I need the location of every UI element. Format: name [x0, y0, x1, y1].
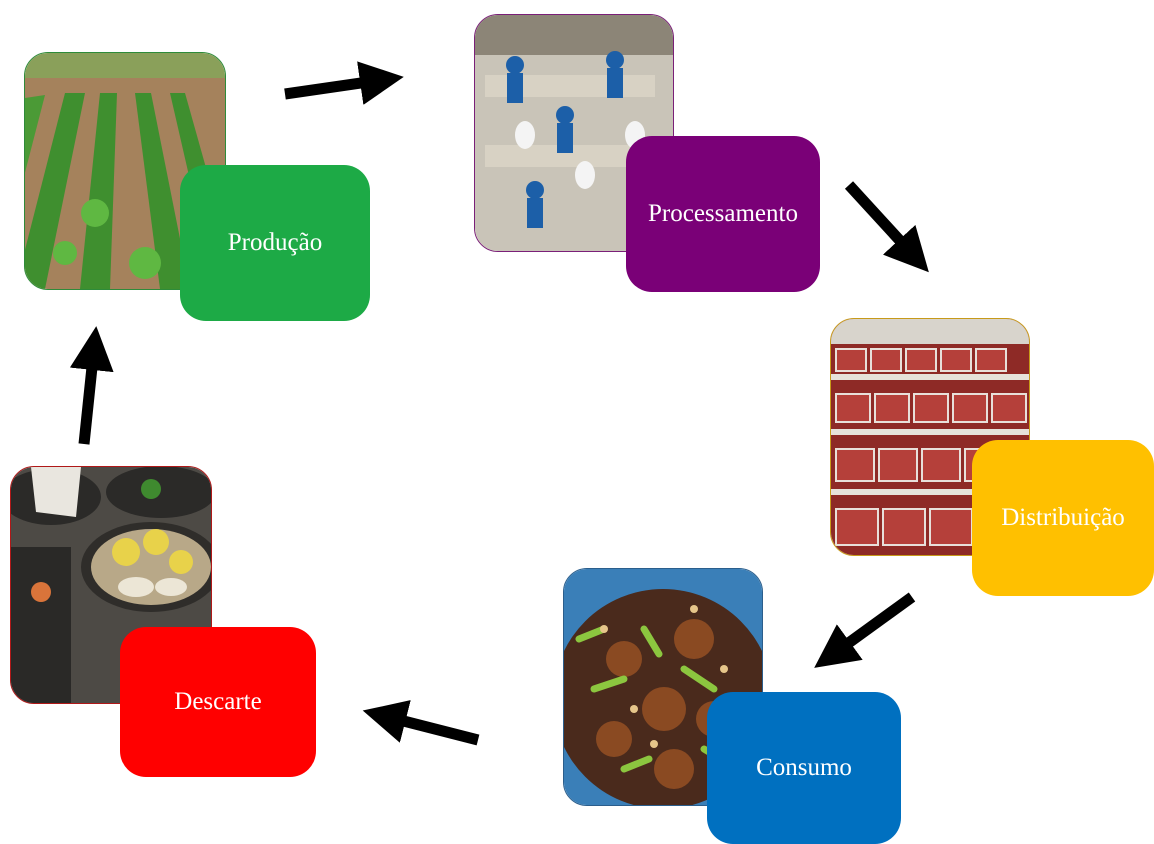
stage-producao-box: Produção	[180, 165, 370, 321]
stage-producao-label: Produção	[227, 229, 323, 256]
arrow-producao-to-processamento	[284, 61, 404, 105]
arrow-consumo-to-descarte	[362, 700, 480, 746]
arrow-descarte-to-producao	[69, 326, 114, 445]
stage-distribuicao-label: Distribuição	[1001, 504, 1125, 531]
stage-descarte-label: Descarte	[174, 688, 262, 715]
descarte-photo	[10, 466, 212, 704]
stage-consumo-box: Consumo	[707, 692, 901, 844]
stage-processamento-label: Processamento	[648, 200, 798, 227]
producao-photo	[24, 52, 226, 290]
stage-consumo-label: Consumo	[756, 754, 852, 781]
stage-distribuicao-box: Distribuição	[972, 440, 1154, 596]
arrow-processamento-to-distribuicao	[844, 181, 929, 273]
stage-processamento-box: Processamento	[626, 136, 820, 292]
stage-descarte-box: Descarte	[120, 627, 316, 777]
arrow-distribuicao-to-consumo	[814, 592, 916, 668]
